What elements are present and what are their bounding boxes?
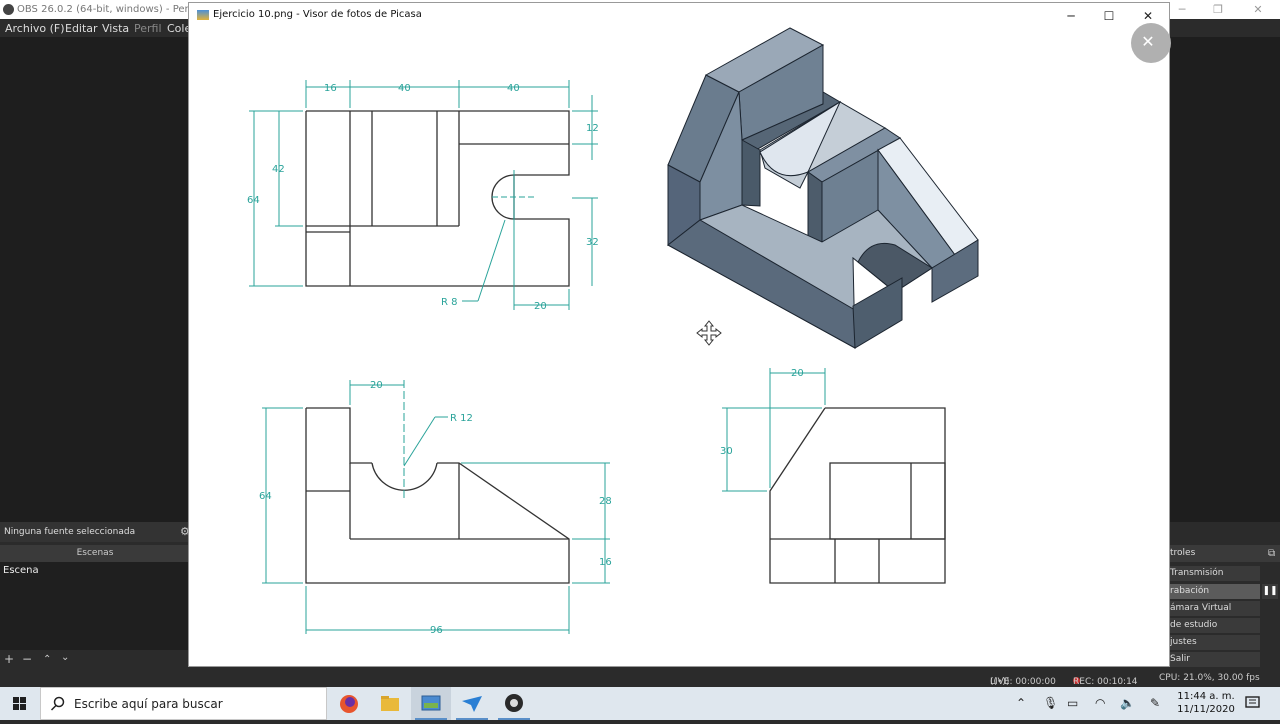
obs-icon — [505, 694, 523, 712]
front-view-dimensions — [262, 380, 610, 634]
cpu-status: CPU: 21.0%, 30.00 fps — [1159, 673, 1260, 683]
taskbar-picasa[interactable] — [411, 687, 451, 720]
dim-40a: 40 — [398, 83, 411, 94]
app-indicator — [456, 718, 488, 720]
picasa-photo-icon — [421, 695, 441, 711]
dim-20-front: 20 — [370, 380, 383, 391]
picasa-window-title: Ejercicio 10.png - Visor de fotos de Pic… — [213, 9, 422, 20]
taskbar-firefox[interactable] — [329, 687, 369, 720]
scenes-header: Escenas — [0, 545, 190, 562]
battery-icon[interactable]: ▭ — [1067, 696, 1079, 710]
dim-32: 32 — [586, 237, 599, 248]
menu-vista[interactable]: Vista — [102, 22, 130, 35]
dim-r8: R 8 — [441, 297, 458, 308]
menu-editar[interactable]: Editar — [65, 22, 98, 35]
move-cursor-icon — [696, 320, 722, 346]
move-up-icon[interactable]: ⌃ — [43, 654, 52, 665]
controls-dock: troles ⧉ Transmisión rabación ❚❚ ámara V… — [1168, 545, 1280, 669]
obs-close-icon[interactable]: ✕ — [1253, 3, 1263, 16]
taskbar-search[interactable]: Escribe aquí para buscar — [40, 687, 327, 720]
front-view — [305, 407, 570, 584]
taskbar: Escribe aquí para buscar ⌃ 🎙 ▭ ◠ 🔈 ✎ 11:… — [0, 687, 1280, 720]
dim-r12: R 12 — [450, 413, 473, 424]
live-time: LIVE: 00:00:00 — [990, 677, 1056, 687]
dim-28: 28 — [599, 496, 612, 507]
remove-scene-icon[interactable]: − — [22, 652, 33, 666]
add-scene-icon[interactable]: + — [4, 652, 15, 666]
rec-time: REC: 00:10:14 — [1073, 677, 1138, 687]
technical-drawing: 16 40 40 12 42 64 32 R 8 20 20 R 12 64 2… — [247, 27, 979, 636]
dim-96: 96 — [430, 625, 443, 636]
undock-icon[interactable]: ⧉ — [1268, 548, 1276, 559]
obs-restore-icon[interactable]: ❐ — [1213, 3, 1223, 16]
obs-minimize-icon[interactable]: ─ — [1178, 3, 1186, 16]
active-indicator — [415, 718, 447, 720]
settings-button[interactable]: justes — [1168, 635, 1260, 650]
maximize-icon[interactable]: ☐ — [1103, 9, 1115, 23]
no-source-label: Ninguna fuente seleccionada — [0, 522, 190, 542]
picasa-app-icon — [197, 10, 209, 20]
dim-42: 42 — [272, 164, 285, 175]
stop-recording-button[interactable]: rabación — [1168, 584, 1260, 599]
pause-icon[interactable]: ❚❚ — [1262, 584, 1278, 599]
wifi-icon[interactable]: ◠ — [1095, 696, 1106, 710]
dim-20-top: 20 — [534, 301, 547, 312]
volume-icon[interactable]: 🔈 — [1120, 696, 1135, 710]
rec-dot-icon — [1073, 677, 1080, 684]
dim-20-side: 20 — [791, 368, 804, 379]
minimize-icon[interactable]: ─ — [1067, 9, 1075, 23]
dim-16: 16 — [324, 83, 337, 94]
dim-30: 30 — [720, 446, 733, 457]
gear-icon[interactable]: ⚙ — [180, 525, 190, 538]
chevron-up-icon[interactable]: ⌃ — [1016, 696, 1027, 710]
dim-16-front: 16 — [599, 557, 612, 568]
firefox-icon — [340, 695, 358, 713]
clock[interactable]: 11:44 a. m. 11/11/2020 — [1172, 690, 1240, 716]
side-view — [769, 407, 946, 584]
broadcast-icon: ((•)) — [990, 677, 1010, 687]
search-placeholder: Escribe aquí para buscar — [74, 697, 223, 711]
studio-mode-button[interactable]: de estudio — [1168, 618, 1260, 633]
taskbar-file-explorer[interactable] — [370, 687, 410, 720]
viewer-close-icon[interactable]: ✕ — [1131, 23, 1171, 63]
dim-12: 12 — [586, 123, 599, 134]
menu-colecciones[interactable]: Cole — [167, 22, 192, 35]
move-down-icon[interactable]: ⌄ — [61, 652, 70, 663]
folder-icon — [381, 696, 399, 711]
windows-logo-icon — [13, 697, 26, 710]
app-indicator — [498, 718, 530, 720]
picasa-titlebar[interactable]: Ejercicio 10.png - Visor de fotos de Pic… — [189, 3, 1169, 28]
menu-perfil[interactable]: Perfil — [134, 22, 162, 35]
taskbar-obs[interactable] — [494, 687, 534, 720]
clock-time: 11:44 a. m. — [1177, 691, 1235, 702]
taskbar-paper-plane[interactable] — [452, 687, 492, 720]
pen-icon[interactable]: ✎ — [1150, 696, 1161, 710]
top-view-dimensions — [249, 80, 598, 310]
obs-logo-icon — [3, 4, 14, 15]
exit-button[interactable]: Salir — [1168, 652, 1260, 667]
controls-header: troles — [1168, 545, 1280, 562]
paper-plane-icon — [462, 696, 482, 712]
dim-64-top: 64 — [247, 195, 260, 206]
dim-64-front: 64 — [259, 491, 272, 502]
picasa-window: Ejercicio 10.png - Visor de fotos de Pic… — [189, 3, 1171, 666]
notification-icon[interactable] — [1245, 696, 1261, 710]
isometric-view — [667, 27, 979, 349]
scene-item[interactable]: Escena — [3, 565, 39, 576]
menu-archivo[interactable]: Archivo (F) — [5, 22, 65, 35]
close-icon[interactable]: ✕ — [1142, 9, 1154, 23]
obs-statusbar: ((•)) LIVE: 00:00:00 REC: 00:10:14 CPU: … — [0, 669, 1280, 687]
clock-date: 11/11/2020 — [1177, 704, 1235, 715]
top-view — [305, 110, 570, 287]
search-icon — [50, 696, 65, 711]
side-view-dimensions — [722, 368, 826, 492]
obs-window-title: OBS 26.0.2 (64-bit, windows) - Perfil: S… — [17, 4, 214, 15]
virtual-camera-button[interactable]: ámara Virtual — [1168, 601, 1260, 616]
start-button[interactable] — [0, 687, 40, 720]
microphone-icon[interactable]: 🎙 — [1043, 696, 1059, 710]
scene-list: Escena — [0, 562, 190, 650]
dim-40b: 40 — [507, 83, 520, 94]
start-streaming-button[interactable]: Transmisión — [1168, 566, 1260, 581]
scene-toolbar: + − ⌃ ⌄ — [0, 651, 190, 669]
